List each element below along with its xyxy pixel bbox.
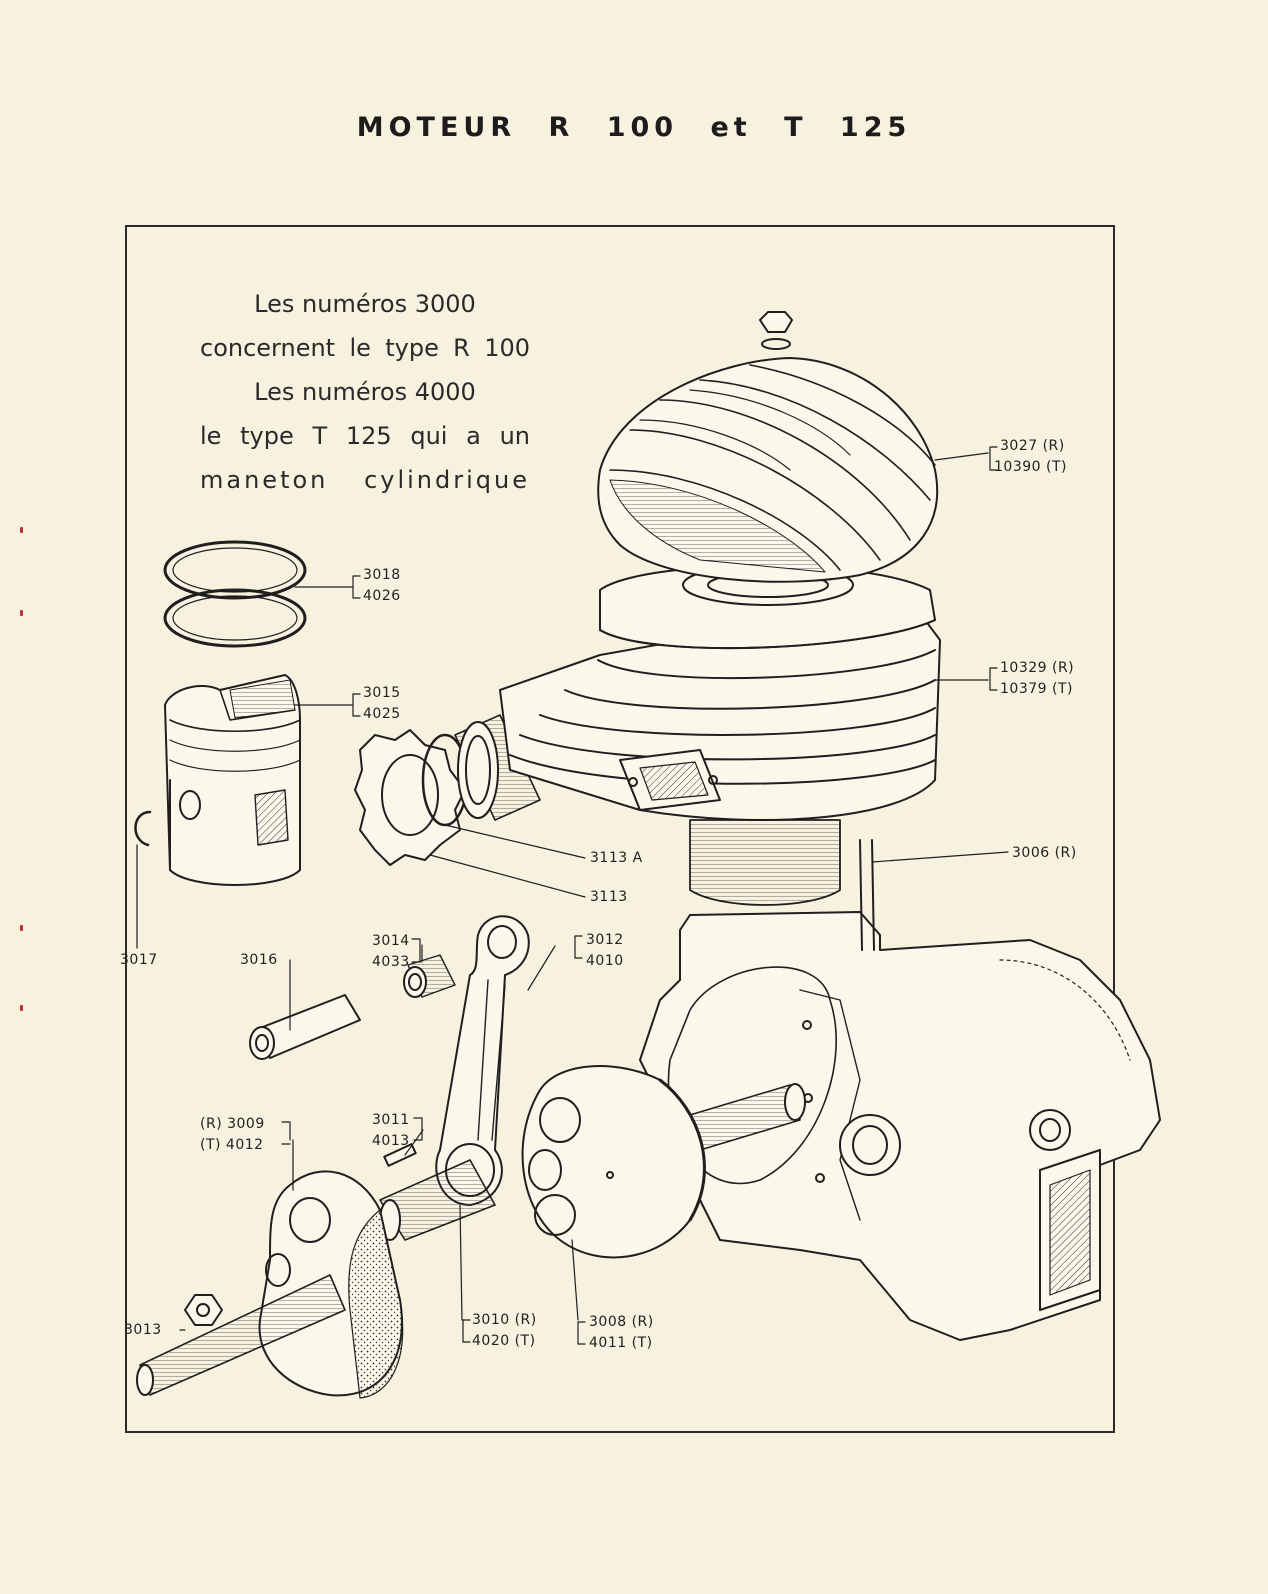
label-3011-t: 4013 xyxy=(372,1133,410,1149)
nut-3013 xyxy=(184,1294,223,1326)
label-3018: 3018 4026 xyxy=(363,565,401,607)
label-10329-r: 10329 (R) xyxy=(1000,660,1075,676)
type-note: Les numéros 3000 concernent le type R 10… xyxy=(200,282,530,502)
label-3113a: 3113 A xyxy=(590,850,643,866)
label-3009: (R) 3009 (T) 4012 xyxy=(200,1114,265,1156)
label-3014-t: 4033 xyxy=(372,954,410,970)
key-3011 xyxy=(383,1143,417,1167)
label-3009-r: (R) 3009 xyxy=(200,1116,265,1132)
flywheel-right xyxy=(521,1065,706,1259)
label-3012-r: 3012 xyxy=(586,932,624,948)
cylinder-barrel xyxy=(499,564,941,906)
label-10329: 10329 (R) 10379 (T) xyxy=(1000,658,1074,700)
connecting-rod xyxy=(435,915,530,1206)
label-3010-t: 4020 (T) xyxy=(472,1333,536,1349)
edge-mark xyxy=(20,1005,23,1011)
label-3014: 3014 4033 xyxy=(372,931,410,973)
label-3015-r: 3015 xyxy=(363,685,401,701)
label-3012-t: 4010 xyxy=(586,953,624,969)
label-3013: 3013 xyxy=(124,1322,162,1338)
note-line-3: Les numéros 4000 xyxy=(254,378,476,406)
label-3009-t: (T) 4012 xyxy=(200,1137,264,1153)
label-3011: 3011 4013 xyxy=(372,1110,410,1152)
cylinder-head xyxy=(597,357,939,583)
label-3012: 3012 4010 xyxy=(586,930,624,972)
note-line-4: le type T 125 qui a un xyxy=(200,422,530,450)
label-3015: 3015 4025 xyxy=(363,683,401,725)
page-title: MOTEUR R 100 et T 125 xyxy=(356,112,912,143)
head-nut xyxy=(759,311,793,350)
piston xyxy=(164,674,301,886)
label-3018-t: 4026 xyxy=(363,588,401,604)
label-3008: 3008 (R) 4011 (T) xyxy=(589,1312,654,1354)
label-3010: 3010 (R) 4020 (T) xyxy=(472,1310,537,1352)
label-3015-t: 4025 xyxy=(363,706,401,722)
piston-rings xyxy=(163,540,307,648)
diagram-frame xyxy=(125,225,1115,1433)
mainshaft-left xyxy=(136,1274,346,1396)
edge-mark xyxy=(20,527,23,533)
label-3017: 3017 xyxy=(120,952,158,968)
exhaust-nut-3113 xyxy=(354,729,466,866)
stud-3006 xyxy=(859,839,875,951)
label-3018-r: 3018 xyxy=(363,567,401,583)
label-10329-t: 10379 (T) xyxy=(1000,681,1073,697)
label-3027-r: 3027 (R) xyxy=(1000,438,1065,454)
label-3011-r: 3011 xyxy=(372,1112,410,1128)
label-3113: 3113 xyxy=(590,889,628,905)
label-3010-r: 3010 (R) xyxy=(472,1312,537,1328)
label-brackets xyxy=(281,446,998,1345)
leader-lines xyxy=(136,452,1009,1331)
note-line-1: Les numéros 3000 xyxy=(254,290,476,318)
label-3027: 3027 (R) 10390 (T) xyxy=(994,436,1067,478)
edge-mark xyxy=(20,610,23,616)
circlip-3017 xyxy=(134,810,152,847)
bush-3014 xyxy=(403,954,456,998)
gudgeon-pin-3016 xyxy=(249,994,361,1060)
note-line-2: concernent le type R 100 xyxy=(200,334,530,362)
note-line-5: maneton cylindrique xyxy=(200,466,530,494)
label-3008-r: 3008 (R) xyxy=(589,1314,654,1330)
label-3014-r: 3014 xyxy=(372,933,410,949)
label-3016: 3016 xyxy=(240,952,278,968)
edge-mark xyxy=(20,925,23,931)
exhaust-port xyxy=(454,714,541,821)
label-3027-t: 10390 (T) xyxy=(994,459,1067,475)
label-3006: 3006 (R) xyxy=(1012,845,1077,861)
label-3008-t: 4011 (T) xyxy=(589,1335,653,1351)
